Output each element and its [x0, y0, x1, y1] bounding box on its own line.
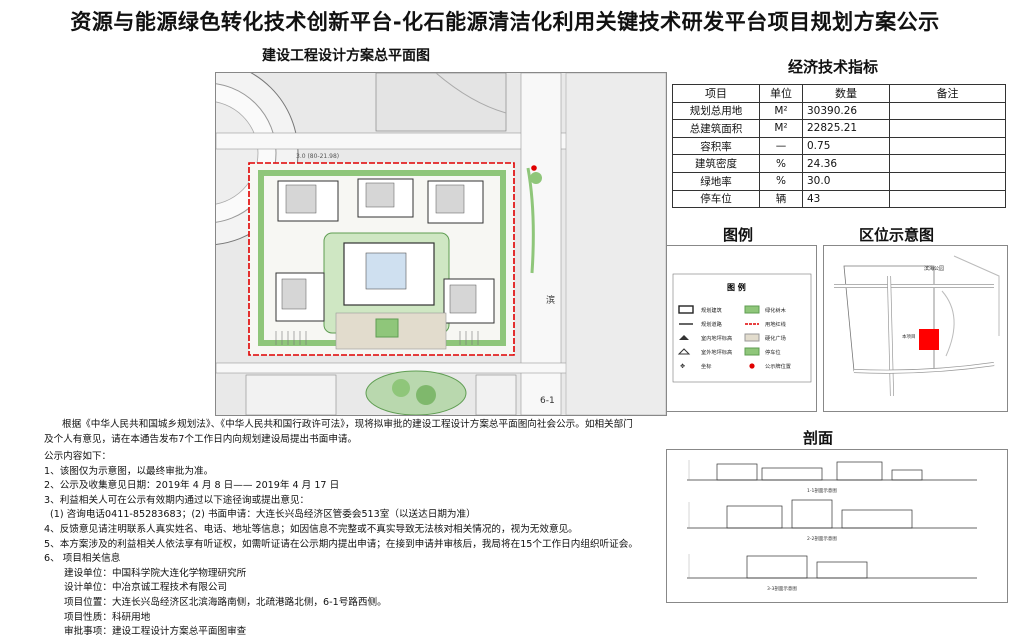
- table-row: 总建筑面积 M² 22825.21: [672, 119, 1006, 138]
- building-swatch-icon: [678, 305, 694, 314]
- notice-item: 6、 项目相关信息: [44, 553, 121, 565]
- plaza-swatch-icon: [744, 333, 760, 342]
- project-info: 建设单位：中国科学院大连化学物理研究所: [64, 567, 247, 579]
- notice-item: 1、该图仅为示意图，以最终审批为准。: [44, 465, 214, 477]
- parking-swatch-icon: [744, 347, 760, 356]
- legend-section-title: 图例: [723, 226, 754, 244]
- project-info: 项目位置：大连长兴岛经济区北滨海路南侧，北疏港路北侧，6-1号路西侧。: [64, 596, 387, 608]
- row-item: 停车位: [672, 189, 760, 209]
- red-dot-icon: [749, 363, 755, 369]
- row-value: 30.0: [802, 171, 890, 191]
- row-value: 22825.21: [802, 119, 890, 138]
- notice-item: 4、反馈意见请注明联系人真实姓名、电话、地址等信息；如因信息不完整或不真实导致无…: [44, 523, 578, 535]
- row-note: [889, 101, 1006, 121]
- outdoor-elevation-swatch-icon: [677, 348, 691, 355]
- row-item: 总建筑面积: [672, 119, 760, 138]
- notice-item: (1) 咨询电话0411-85283683；(2) 书面申请：大连长兴岛经济区管…: [50, 509, 476, 521]
- legend-label: 坐标: [701, 362, 711, 370]
- notice-intro: 根据《中华人民共和国城乡规划法》、《中华人民共和国行政许可法》，现将拟审批的建设…: [44, 417, 634, 447]
- indoor-elevation-swatch-icon: [679, 335, 689, 340]
- map-label-site: 本项目: [902, 333, 916, 340]
- coordinate-swatch-icon: ✥: [680, 363, 685, 370]
- row-value: 30390.26: [802, 101, 890, 121]
- table-row: 建筑密度 % 24.36: [672, 154, 1006, 173]
- row-value: 0.75: [802, 136, 890, 156]
- legend-label: 室内地坪标高: [701, 334, 732, 342]
- row-value: 43: [802, 189, 890, 209]
- row-note: [889, 171, 1006, 191]
- row-unit: M²: [759, 101, 803, 121]
- legend-panel: 图 例 规划建筑 绿化树木 规划道路 用地红线 室内地坪标高 硬化广场 室外地坪…: [666, 245, 817, 412]
- section-label-3: 3-3剖面示意图: [767, 585, 797, 592]
- row-item: 容积率: [672, 136, 760, 156]
- row-unit: %: [759, 171, 803, 191]
- row-note: [889, 154, 1006, 173]
- tree-swatch-icon: [744, 305, 760, 314]
- legend-label: 公示牌位置: [765, 362, 791, 370]
- row-note: [889, 119, 1006, 138]
- col-note: 备注: [889, 84, 1006, 103]
- project-info: 项目性质：科研用地: [64, 611, 151, 623]
- site-plan-svg: 3.0 (80-21.98): [216, 73, 666, 415]
- map-label-park: 滨海公园: [924, 265, 944, 272]
- section-label-2: 2-2剖面示意图: [807, 535, 837, 542]
- location-map-svg: 滨海公园 本项目: [824, 246, 1007, 411]
- table-row: 容积率 — 0.75: [672, 136, 1006, 156]
- row-value: 24.36: [802, 154, 890, 173]
- notice-intro-text: 根据《中华人民共和国城乡规划法》、《中华人民共和国行政许可法》，现将拟审批的建设…: [44, 419, 633, 445]
- project-info: 审批事项：建设工程设计方案总平面图审查: [64, 626, 247, 638]
- notice-item: 5、本方案涉及的利益相关人依法享有听证权，如需听证请在公示期内提出申请；在接到申…: [44, 538, 638, 550]
- site-plan-drawing: 3.0 (80-21.98): [215, 72, 667, 416]
- section-label-1: 1-1剖面示意图: [807, 487, 837, 494]
- legend-label: 规划道路: [701, 320, 723, 328]
- coord-label: 3.0 (80-21.98): [296, 153, 339, 160]
- legend-box-title: 图 例: [727, 282, 746, 292]
- row-unit: —: [759, 136, 803, 156]
- section-title: 剖面: [803, 429, 834, 447]
- location-map: 滨海公园 本项目: [823, 245, 1008, 412]
- row-note: [889, 136, 1006, 156]
- plan-subtitle: 建设工程设计方案总平面图: [262, 48, 430, 64]
- col-item: 项目: [672, 84, 760, 103]
- notice-item: 3、利益相关人可在公示有效期内通过以下途径询或提出意见：: [44, 494, 310, 506]
- notice-body: 公示内容如下： 1、该图仅为示意图，以最终审批为准。 2、公示及收集意见日期：2…: [44, 450, 644, 640]
- row-item: 建筑密度: [672, 154, 760, 173]
- row-item: 绿地率: [672, 171, 760, 191]
- table-row: 停车位 辆 43: [672, 189, 1006, 209]
- row-unit: %: [759, 154, 803, 173]
- col-value: 数量: [802, 84, 890, 103]
- col-unit: 单位: [759, 84, 803, 103]
- legend-label: 室外地坪标高: [701, 348, 732, 356]
- economics-title: 经济技术指标: [788, 58, 879, 76]
- legend-svg: 图 例 规划建筑 绿化树木 规划道路 用地红线 室内地坪标高 硬化广场 室外地坪…: [672, 273, 812, 383]
- legend-label: 用地红线: [765, 320, 786, 328]
- legend-label: 停车位: [765, 348, 781, 356]
- road-label-2: 6-1: [540, 396, 555, 406]
- legend-label: 绿化树木: [765, 306, 787, 314]
- table-row: 绿地率 % 30.0: [672, 171, 1006, 191]
- legend-label: 硬化广场: [765, 334, 786, 342]
- road-label: 滨: [546, 294, 555, 306]
- notice-item: 2、公示及收集意见日期：2019年 4 月 8 日—— 2019年 4 月 17…: [44, 480, 340, 492]
- row-note: [889, 189, 1006, 209]
- section-drawing: 1-1剖面示意图 2-2剖面示意图 3-3剖面示意图: [666, 449, 1008, 603]
- location-section-title: 区位示意图: [859, 226, 935, 244]
- page-title: 资源与能源绿色转化技术创新平台-化石能源清洁化利用关键技术研发平台项目规划方案公…: [70, 10, 940, 34]
- table-row: 规划总用地 M² 30390.26: [672, 101, 1006, 121]
- notice-heading: 公示内容如下：: [44, 451, 112, 462]
- economics-header-row: 项目 单位 数量 备注: [672, 84, 1006, 103]
- section-svg: 1-1剖面示意图 2-2剖面示意图 3-3剖面示意图: [687, 460, 977, 592]
- legend-label: 规划建筑: [701, 306, 723, 314]
- row-unit: M²: [759, 119, 803, 138]
- row-unit: 辆: [759, 189, 803, 209]
- row-item: 规划总用地: [672, 101, 760, 121]
- economics-table: 项目 单位 数量 备注 规划总用地 M² 30390.26 总建筑面积 M² 2…: [672, 84, 1006, 209]
- project-info: 设计单位：中冶京诚工程技术有限公司: [64, 582, 228, 594]
- site-marker: [919, 329, 939, 350]
